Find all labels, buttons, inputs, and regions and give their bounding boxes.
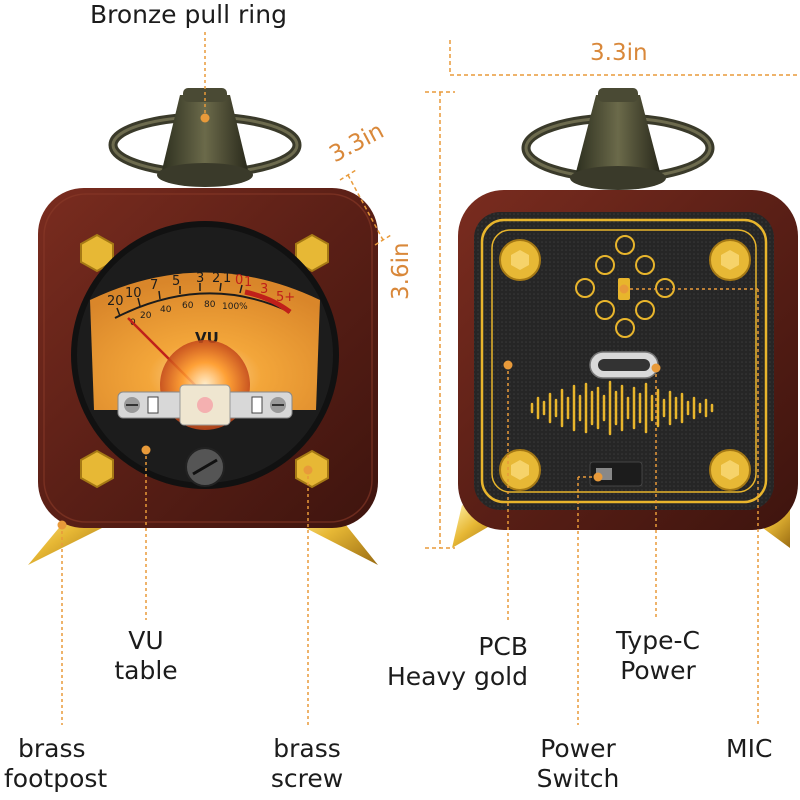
back-brass-screws <box>499 239 751 491</box>
label-brass-footpost-line2: footpost <box>4 764 108 793</box>
label-pcb: PCB Heavy gold <box>368 632 528 692</box>
leader-dots <box>57 113 661 530</box>
front-brass-screws <box>80 233 329 489</box>
label-pcb-line2: Heavy gold <box>386 662 528 691</box>
vu-scale-top-label: 3 <box>196 271 204 286</box>
mic-hole-pattern <box>575 235 675 338</box>
label-type-c-line2: Power <box>620 656 696 685</box>
back-bronze-cap <box>576 95 660 182</box>
label-type-c: Type-C Power <box>598 626 718 686</box>
vu-scale-bottom-label: 20 <box>140 311 152 321</box>
vu-scale-top-label: 1 <box>244 275 252 290</box>
vu-scale-top-label: 2 <box>212 271 220 286</box>
label-brass-screw-line1: brass <box>273 734 341 763</box>
label-power-switch-line2: Switch <box>536 764 620 793</box>
label-pcb-line1: PCB <box>478 632 528 661</box>
label-bronze-pull-ring: Bronze pull ring <box>90 0 287 29</box>
label-brass-screw: brass screw <box>262 734 352 794</box>
back-speaker <box>452 88 798 548</box>
label-power-switch-line1: Power <box>540 734 616 763</box>
vu-scale-ticks <box>116 282 243 317</box>
vu-scale-bottom-label: 100% <box>222 302 248 312</box>
label-type-c-line1: Type-C <box>616 626 700 655</box>
label-vu-line1: VU <box>128 626 164 655</box>
vu-scale-top-label: 20 <box>107 294 124 309</box>
vu-scale-top-label: 1 <box>223 271 231 286</box>
label-brass-footpost: brass footpost <box>4 734 107 794</box>
dimension-width-label: 3.3in <box>590 40 648 66</box>
vu-scale-top-label: 5+ <box>276 290 295 305</box>
label-vu-line2: table <box>114 656 178 685</box>
vu-scale-bottom-label: 40 <box>160 305 172 315</box>
vu-scale-top-label: 7 <box>150 278 158 293</box>
label-brass-screw-line2: screw <box>270 764 344 793</box>
front-speaker: 20 10 7 5 3 2 1 0 1 3 5+ 0 20 40 60 80 1… <box>28 88 378 565</box>
label-brass-footpost-line1: brass <box>18 734 86 763</box>
leader-lines <box>61 32 759 725</box>
vu-scale-top-label: 0 <box>235 273 243 288</box>
dimension-height-label: 3.6in <box>388 242 414 300</box>
vu-scale-top-label: 3 <box>260 282 268 297</box>
label-mic: MIC <box>726 734 773 763</box>
label-power-switch: Power Switch <box>528 734 628 794</box>
vu-scale-top-label: 5 <box>172 274 180 289</box>
vu-scale-bottom-label: 80 <box>204 300 216 310</box>
vu-scale-top-label: 10 <box>125 286 142 301</box>
dimension-lines <box>339 40 800 549</box>
label-vu-table: VU table <box>90 626 202 686</box>
vu-scale-bottom-label: 60 <box>182 301 194 311</box>
waveform-graphic <box>530 380 714 436</box>
front-bronze-cap <box>162 95 248 180</box>
